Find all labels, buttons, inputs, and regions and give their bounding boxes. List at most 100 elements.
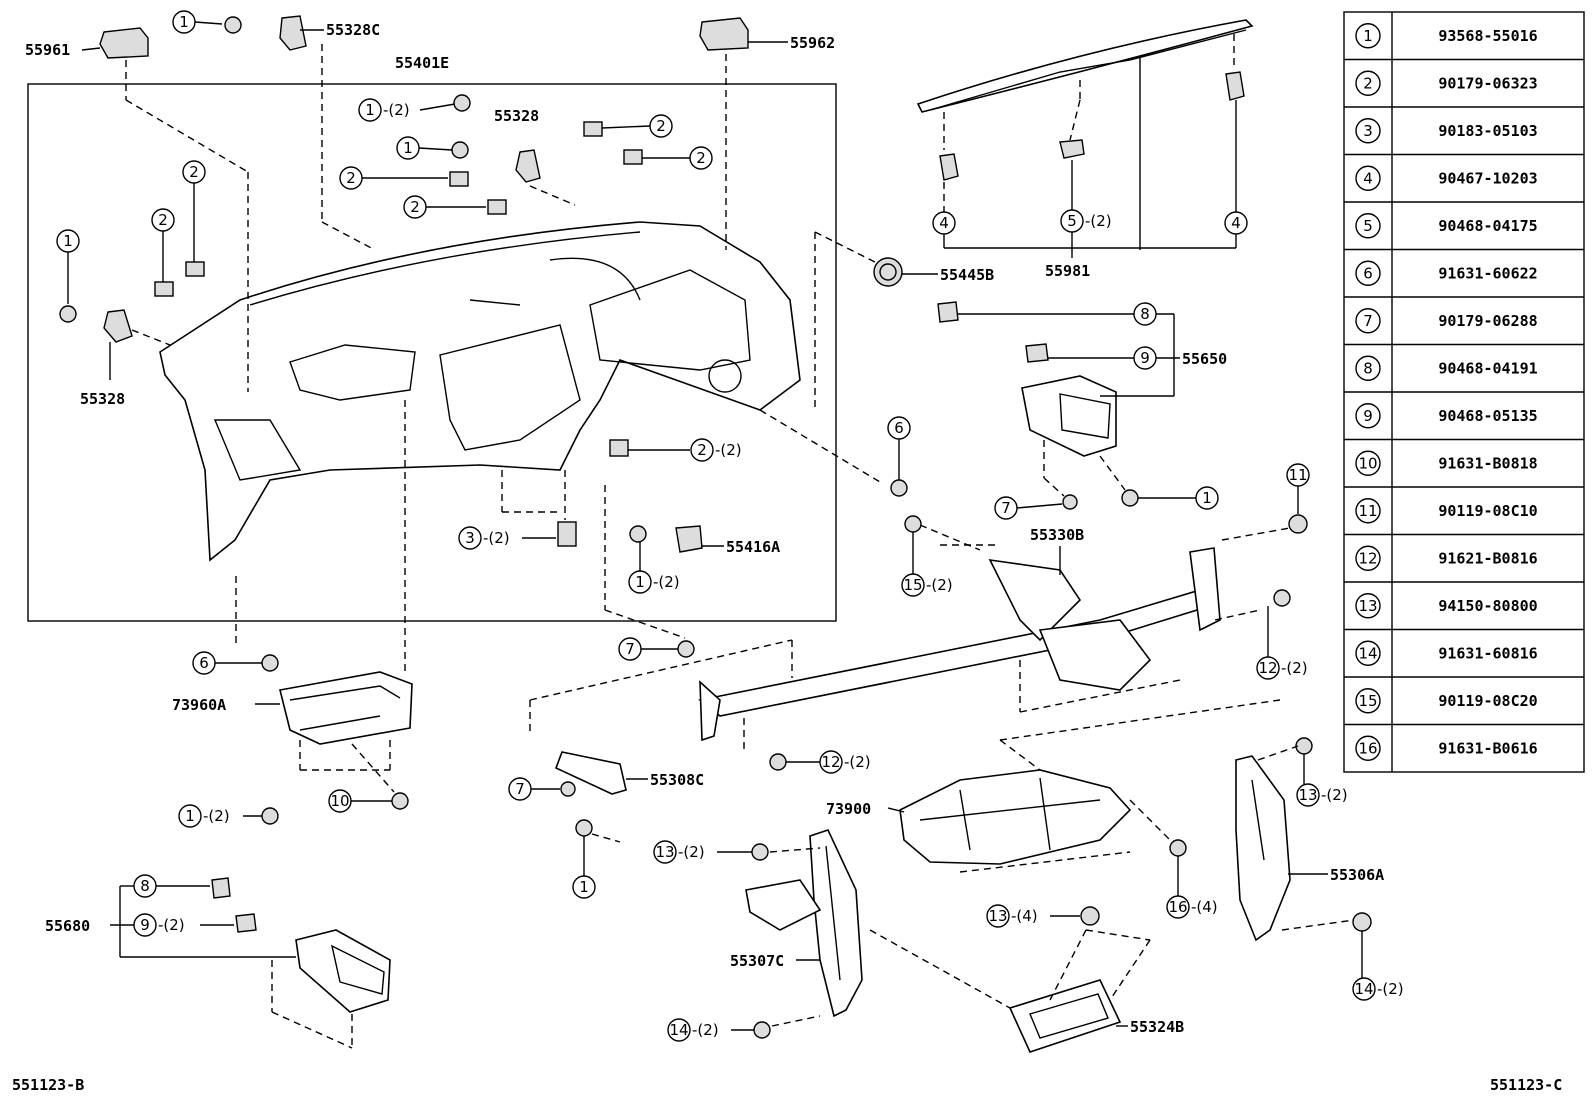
label-55650: 55650 xyxy=(1182,350,1227,368)
legend-ref-number: 1 xyxy=(1363,27,1373,45)
callout-1: 1 xyxy=(179,13,189,31)
callout-2: 2 xyxy=(410,198,420,216)
part-55306A: 55306A 13 -(2) 14 -(2) xyxy=(1235,737,1404,1001)
callout-15: 15 xyxy=(903,576,922,594)
label-55328-left: 55328 xyxy=(80,390,125,408)
part-55445B: 55445B xyxy=(814,231,994,410)
legend-part-number: 90468-04191 xyxy=(1438,359,1537,377)
qty-4: -(4) xyxy=(1011,907,1038,925)
part-55324B: 55324B 13 -(4) xyxy=(869,904,1184,1053)
label-55962: 55962 xyxy=(790,34,835,52)
legend-ref-circle xyxy=(1355,640,1381,666)
qty-2: -(2) xyxy=(1377,980,1404,998)
legend-ref-number: 6 xyxy=(1363,264,1373,282)
legend-part-number: 91631-B0818 xyxy=(1438,454,1537,472)
part-55650-center-register: 8 9 55650 7 1 xyxy=(937,301,1227,520)
qty-2: -(2) xyxy=(1321,786,1348,804)
legend-ref-circle xyxy=(1355,260,1381,286)
callout-1: 1 xyxy=(579,878,589,896)
clips-group: 2 2 2 2 2 2 xyxy=(151,114,713,297)
callout-7: 7 xyxy=(515,780,525,798)
legend-ref-circle xyxy=(1355,450,1381,476)
callout-13: 13 xyxy=(1298,786,1317,804)
legend-ref-number: 12 xyxy=(1358,549,1377,567)
legend-ref-number: 2 xyxy=(1363,74,1373,92)
part-55680-side-register: 8 9 -(2) 55680 xyxy=(45,874,391,1049)
lower-box-callouts: 2 -(2) 3 -(2) xyxy=(458,438,742,550)
callout-14: 14 xyxy=(1354,980,1373,998)
callout-13: 13 xyxy=(655,843,674,861)
legend-ref-number: 3 xyxy=(1363,122,1373,140)
part-55328-left: 1 55328 xyxy=(56,229,171,408)
legend-ref-circle xyxy=(1355,498,1381,524)
legend-part-number: 90467-10203 xyxy=(1438,169,1537,187)
legend-part-number: 90119-08C20 xyxy=(1438,692,1537,710)
part-55330B-reinforcement: 55330B xyxy=(698,524,1261,742)
qty-2: -(2) xyxy=(653,573,680,591)
callout-4: 4 xyxy=(1231,214,1241,232)
qty-2: -(2) xyxy=(1085,212,1112,230)
callout-6: 6 xyxy=(894,419,904,437)
part-55307C: 55307C 13 -(2) 14 -(2) xyxy=(653,829,863,1042)
label-55981: 55981 xyxy=(1045,262,1090,280)
callout-8: 8 xyxy=(1140,305,1150,323)
qty-2: -(2) xyxy=(692,1021,719,1039)
legend-ref-circle xyxy=(1355,118,1381,144)
legend-part-number: 90468-05135 xyxy=(1438,407,1537,425)
label-55328C: 55328C xyxy=(326,21,380,39)
legend-ref-circle xyxy=(1355,213,1381,239)
callout-16: 16 xyxy=(1168,898,1187,916)
legend-ref-number: 14 xyxy=(1358,644,1377,662)
callout-4: 4 xyxy=(939,214,949,232)
label-55416A: 55416A xyxy=(726,538,780,556)
legend-part-number: 91631-60816 xyxy=(1438,644,1537,662)
bolt-6-upper: 6 xyxy=(759,409,911,497)
part-55308C: 55308C 7 1 xyxy=(508,751,704,899)
label-73960A: 73960A xyxy=(172,696,226,714)
legend-part-number: 90468-04175 xyxy=(1438,217,1537,235)
label-55680: 55680 xyxy=(45,917,90,935)
qty-2: -(2) xyxy=(1281,659,1308,677)
legend-ref-circle xyxy=(1355,23,1381,49)
label-55330B: 55330B xyxy=(1030,526,1084,544)
footer-code-left: 551123-B xyxy=(12,1076,84,1094)
callout-13: 13 xyxy=(988,907,1007,925)
callout-2: 2 xyxy=(697,441,707,459)
bolt-12-center: 12 -(2) xyxy=(743,718,871,774)
legend-part-number: 90119-08C10 xyxy=(1438,502,1537,520)
bolt-11: 11 xyxy=(1221,463,1310,541)
callout-1: 1 xyxy=(185,807,195,825)
part-55981-defroster-nozzle: 4 5 -(2) 4 55981 xyxy=(916,19,1254,280)
callout-12: 12 xyxy=(821,753,840,771)
legend-ref-number: 11 xyxy=(1358,502,1377,520)
callout-8: 8 xyxy=(140,877,150,895)
callout-1: 1 xyxy=(403,139,413,157)
instrument-panel-group-frame xyxy=(27,83,837,622)
callout-7: 7 xyxy=(1001,499,1011,517)
qty-2: -(2) xyxy=(844,753,871,771)
legend-part-number: 94150-80800 xyxy=(1438,597,1537,615)
callout-14: 14 xyxy=(669,1021,688,1039)
legend-ref-circle xyxy=(1355,308,1381,334)
legend-part-number: 90179-06323 xyxy=(1438,74,1537,92)
label-55306A: 55306A xyxy=(1330,866,1384,884)
nut-7-center: 7 xyxy=(529,637,793,735)
legend-ref-circle xyxy=(1355,735,1381,761)
label-55401E: 55401E xyxy=(395,54,449,72)
part-55961: 55961 xyxy=(25,27,249,392)
footer-code-right: 551123-C xyxy=(1490,1076,1562,1094)
legend-ref-number: 5 xyxy=(1363,217,1373,235)
part-73960A: 73960A 6 10 1 -(2) xyxy=(172,400,413,828)
callout-2: 2 xyxy=(696,149,706,167)
bolt-15: 15 -(2) xyxy=(901,515,953,597)
callout-5: 5 xyxy=(1067,212,1077,230)
callout-9: 9 xyxy=(1140,349,1150,367)
legend-ref-number: 16 xyxy=(1358,739,1377,757)
part-73900: 73900 xyxy=(826,699,1281,873)
label-55308C: 55308C xyxy=(650,771,704,789)
qty-2: -(2) xyxy=(383,101,410,119)
legend-ref-circle xyxy=(1355,545,1381,571)
legend-ref-number: 13 xyxy=(1358,597,1377,615)
